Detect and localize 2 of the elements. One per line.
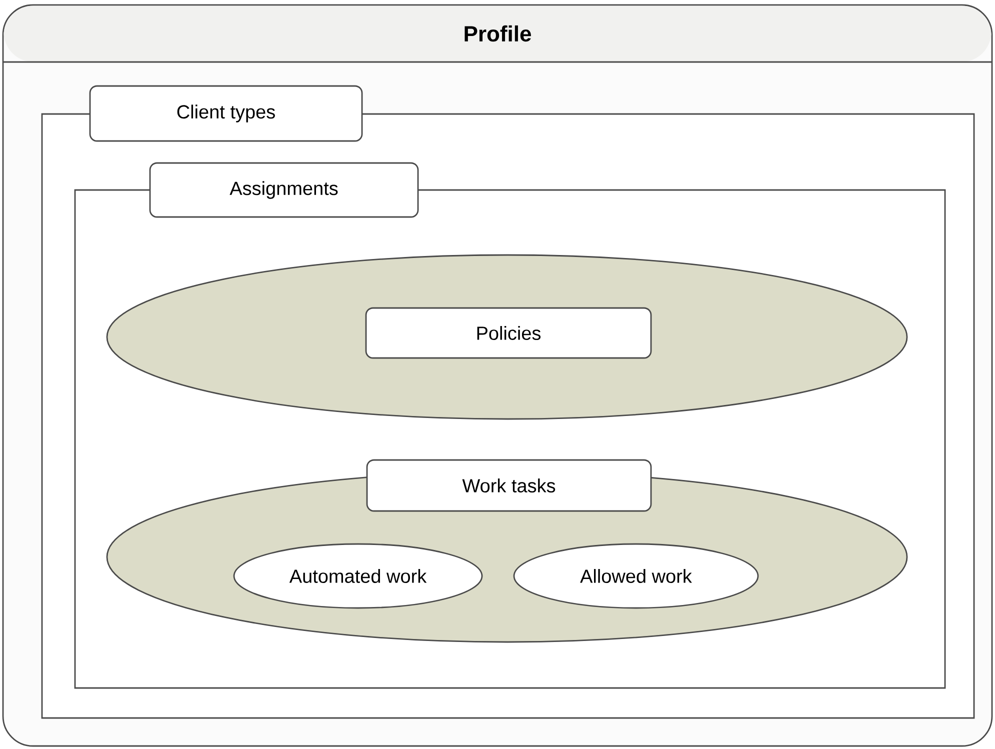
- oval: Automated work: [233, 543, 483, 609]
- oval: Allowed work: [513, 543, 759, 609]
